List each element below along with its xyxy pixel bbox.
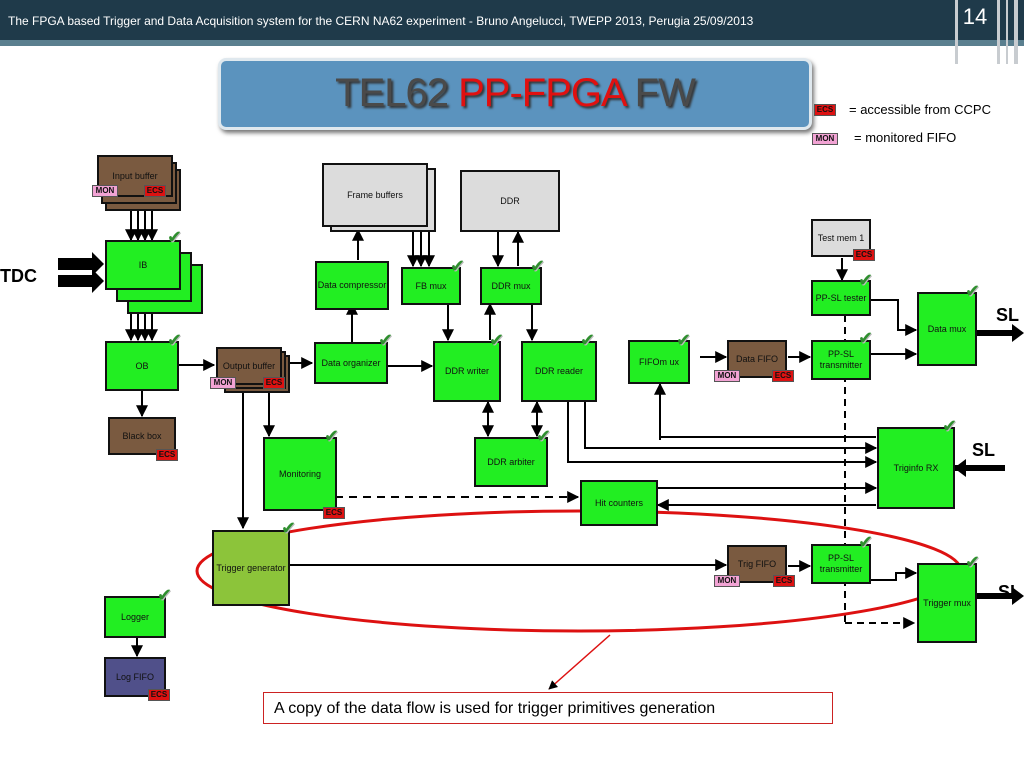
sl-label-bottom: SL [998, 582, 1022, 602]
monitoring-block: Monitoring [263, 437, 337, 511]
page-number: 14 [962, 4, 988, 29]
legend-ecs-text: = accessible from CCPC [849, 102, 991, 117]
fifomux-block: FIFOm ux [628, 340, 690, 384]
title-part-2: PP-FPGA [458, 71, 625, 115]
ddr-block: DDR [460, 170, 560, 232]
mon-tag: MON [714, 575, 740, 587]
check-icon: ✔ [858, 270, 874, 290]
ecs-tag: ECS [144, 185, 166, 197]
check-icon: ✔ [942, 416, 958, 436]
data-organizer-block: Data organizer [314, 342, 388, 384]
check-icon: ✔ [324, 426, 340, 446]
frame-buffers: Frame buffers [322, 163, 428, 227]
check-icon: ✔ [450, 256, 466, 276]
ob-block: OB [105, 341, 179, 391]
title-part-1: TEL62 [335, 71, 459, 115]
check-icon: ✔ [281, 518, 297, 538]
tdc-label: TDC [0, 266, 37, 286]
triginfo-rx-block: Triginfo RX [877, 427, 955, 509]
ecs-tag: ECS [263, 377, 285, 389]
header-divider [1014, 0, 1018, 64]
data-mux-block: Data mux [917, 292, 977, 366]
ecs-tag: ECS [156, 449, 178, 461]
check-icon: ✔ [965, 281, 981, 301]
check-icon: ✔ [167, 330, 183, 350]
hit-counters-block: Hit counters [580, 480, 658, 526]
check-icon: ✔ [676, 330, 692, 350]
ecs-tag: ECS [853, 249, 875, 261]
legend-mon-tag: MON [812, 133, 838, 145]
ddr-arbiter-block: DDR arbiter [474, 437, 548, 487]
ppsl-transmitter-2-block: PP-SL transmitter [811, 544, 871, 584]
header-divider [1006, 0, 1008, 64]
check-icon: ✔ [580, 330, 596, 350]
ecs-tag: ECS [772, 370, 794, 382]
ppsl-transmitter-1-block: PP-SL transmitter [811, 340, 871, 380]
mon-tag: MON [92, 185, 118, 197]
ddr-writer-block: DDR writer [433, 341, 501, 402]
sl-label-mid: SL [972, 440, 996, 460]
check-icon: ✔ [489, 330, 505, 350]
legend-mon-text: = monitored FIFO [854, 130, 957, 145]
mon-tag: MON [714, 370, 740, 382]
check-icon: ✔ [157, 585, 173, 605]
check-icon: ✔ [530, 256, 546, 276]
sl-label-top: SL [996, 305, 1020, 325]
legend-ecs-tag: ECS [814, 104, 836, 116]
logger-block: Logger [104, 596, 166, 638]
ddr-reader-block: DDR reader [521, 341, 597, 402]
fb-mux-block: FB mux [401, 267, 461, 305]
trigger-note-box: A copy of the data flow is used for trig… [263, 692, 833, 724]
title-part-3: FW [624, 71, 696, 115]
ib-block: IB [105, 240, 181, 290]
check-icon: ✔ [378, 330, 394, 350]
trigger-generator-block: Trigger generator [212, 530, 290, 606]
check-icon: ✔ [965, 552, 981, 572]
check-icon: ✔ [167, 227, 183, 247]
header-bar [0, 0, 1024, 40]
ecs-tag: ECS [148, 689, 170, 701]
data-compressor-block: Data compressor [315, 261, 389, 310]
slide-title-box: TEL62 PP-FPGA FW [218, 58, 812, 130]
ppsl-tester-block: PP-SL tester [811, 280, 871, 316]
check-icon: ✔ [858, 532, 874, 552]
check-icon: ✔ [858, 328, 874, 348]
mon-tag: MON [210, 377, 236, 389]
ddr-mux-block: DDR mux [480, 267, 542, 305]
header-divider [955, 0, 958, 64]
header-divider [997, 0, 1000, 64]
header-title: The FPGA based Trigger and Data Acquisit… [8, 14, 754, 28]
trigger-mux-block: Trigger mux [917, 563, 977, 643]
ecs-tag: ECS [773, 575, 795, 587]
check-icon: ✔ [536, 426, 552, 446]
black-box: Black box [108, 417, 176, 455]
header-stripe [0, 40, 1024, 46]
ecs-tag: ECS [323, 507, 345, 519]
